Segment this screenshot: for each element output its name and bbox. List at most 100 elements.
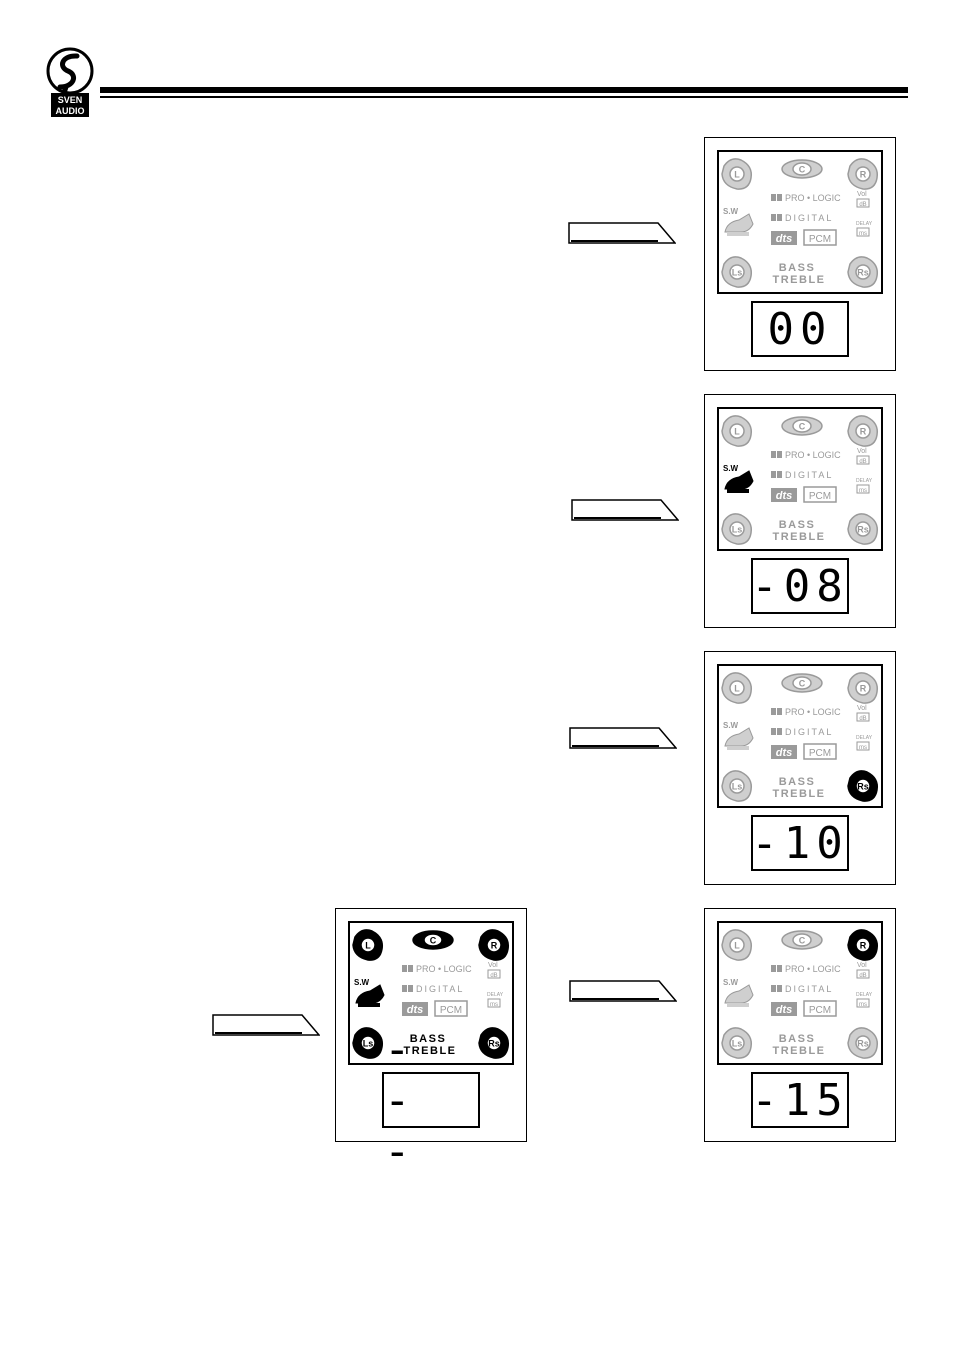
right-speaker-icon: R — [847, 158, 879, 190]
pointer-arrow-2 — [571, 499, 679, 521]
left-surround-speaker-label: Ls — [732, 268, 743, 278]
center-speaker-label: C — [799, 679, 806, 689]
right-speaker-icon: R — [847, 672, 879, 704]
delay-label: DELAY — [856, 735, 873, 741]
right-surround-speaker-icon: Rs — [847, 256, 879, 288]
right-surround-speaker-label: Rs — [857, 268, 869, 278]
left-speaker-icon: L — [721, 672, 753, 704]
left-speaker-label: L — [365, 941, 371, 951]
vol-label: Vol — [857, 705, 867, 712]
left-surround-speaker-icon: Ls — [721, 770, 753, 802]
left-surround-speaker-label: Ls — [363, 1039, 374, 1049]
digital-indicator: DIGITAL — [785, 213, 833, 223]
right-surround-speaker-icon: Rs — [847, 770, 879, 802]
logo-text-sven: SVEN — [58, 95, 83, 105]
digital-indicator: DIGITAL — [416, 984, 464, 994]
delay-label: DELAY — [856, 478, 873, 484]
left-speaker-icon: L — [721, 929, 753, 961]
right-surround-speaker-icon: Rs — [847, 513, 879, 545]
delay-label: DELAY — [856, 221, 873, 227]
bass-indicator: BASS — [779, 519, 816, 531]
pcm-indicator: PCM — [809, 234, 831, 245]
pointer-arrow-4 — [569, 980, 677, 1002]
segment-readout: 00 — [751, 301, 849, 357]
left-surround-speaker-label: Ls — [732, 782, 743, 792]
subwoofer-icon — [724, 727, 754, 750]
db-unit: dB — [859, 973, 866, 979]
subwoofer-label: S.W — [723, 721, 739, 730]
pointer-arrow-3 — [569, 727, 677, 749]
pro-logic-indicator: PRO • LOGIC — [785, 707, 841, 717]
left-surround-speaker-icon: Ls — [721, 256, 753, 288]
left-speaker-label: L — [734, 427, 740, 437]
bass-indicator: BASS — [410, 1033, 447, 1045]
right-speaker-label: R — [491, 941, 498, 951]
subwoofer-icon — [355, 984, 385, 1007]
segment-readout: -15 — [751, 1072, 849, 1128]
center-speaker-icon: C — [781, 673, 823, 693]
right-speaker-label: R — [860, 427, 867, 437]
vol-label: Vol — [857, 191, 867, 198]
center-speaker-label: C — [799, 936, 806, 946]
left-surround-speaker-icon: Ls — [721, 513, 753, 545]
delay-label: DELAY — [487, 992, 504, 998]
db-unit: dB — [859, 202, 866, 208]
center-speaker-icon: C — [412, 930, 454, 950]
subwoofer-icon — [724, 984, 754, 1007]
right-speaker-label: R — [860, 170, 867, 180]
right-speaker-label: R — [860, 941, 867, 951]
left-speaker-icon: L — [721, 415, 753, 447]
right-surround-speaker-label: Rs — [857, 1039, 869, 1049]
pcm-indicator: PCM — [809, 491, 831, 502]
left-speaker-label: L — [734, 684, 740, 694]
pcm-indicator: PCM — [809, 748, 831, 759]
readout-value: 00 — [767, 303, 833, 355]
bass-indicator: BASS — [779, 1033, 816, 1045]
vol-label: Vol — [857, 962, 867, 969]
header-rule — [100, 87, 908, 93]
dts-indicator: dts — [776, 747, 793, 759]
db-unit: dB — [859, 716, 866, 722]
center-speaker-label: C — [430, 936, 437, 946]
subwoofer-label: S.W — [723, 464, 739, 473]
treble-indicator: TREBLE — [773, 531, 826, 543]
logo-text-audio: AUDIO — [56, 106, 85, 116]
pro-logic-indicator: PRO • LOGIC — [785, 193, 841, 203]
right-surround-speaker-label: Rs — [488, 1039, 500, 1049]
digital-indicator: DIGITAL — [785, 984, 833, 994]
vol-label: Vol — [488, 962, 498, 969]
center-speaker-label: C — [799, 165, 806, 175]
readout-value: -10 — [751, 817, 849, 869]
sven-audio-logo: SVEN AUDIO — [44, 47, 96, 119]
center-speaker-icon: C — [781, 930, 823, 950]
dts-indicator: dts — [407, 1004, 424, 1016]
header-rule-thin — [100, 96, 908, 98]
ms-unit: ms — [859, 1002, 867, 1008]
center-speaker-label: C — [799, 422, 806, 432]
ms-unit: ms — [859, 231, 867, 237]
treble-indicator: TREBLE — [773, 274, 826, 286]
subwoofer-label: S.W — [354, 978, 370, 987]
treble-indicator: TREBLE — [404, 1045, 457, 1057]
pro-logic-indicator: PRO • LOGIC — [785, 450, 841, 460]
left-surround-speaker-label: Ls — [732, 525, 743, 535]
delay-label: DELAY — [856, 992, 873, 998]
pointer-arrow-5 — [212, 1014, 320, 1036]
ms-unit: ms — [859, 745, 867, 751]
pcm-indicator: PCM — [440, 1005, 462, 1016]
right-surround-speaker-label: Rs — [857, 525, 869, 535]
left-surround-speaker-label: Ls — [732, 1039, 743, 1049]
center-speaker-icon: C — [781, 416, 823, 436]
dts-indicator: dts — [776, 1004, 793, 1016]
left-surround-speaker-icon: Ls — [721, 1027, 753, 1059]
left-speaker-label: L — [734, 170, 740, 180]
